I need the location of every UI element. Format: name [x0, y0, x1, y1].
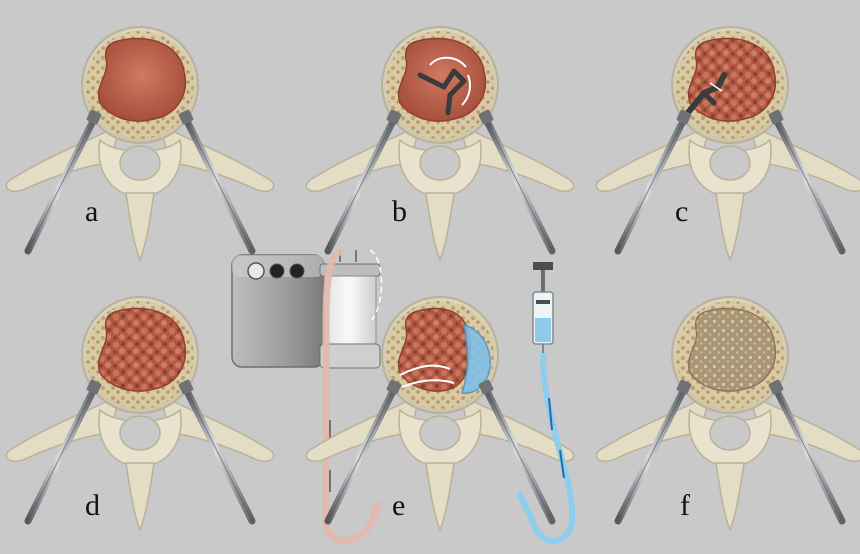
syringe-icon — [533, 262, 553, 356]
panel-f: f — [596, 297, 860, 530]
panel-label-e: e — [392, 489, 405, 522]
tumor-mass — [99, 39, 186, 121]
cleared-cavity — [689, 309, 776, 391]
fragmented-tumor — [399, 309, 471, 391]
panel-label-a: a — [85, 195, 98, 228]
panel-label-c: c — [675, 195, 688, 228]
suction-device-icon — [232, 250, 382, 368]
tumor-mass — [399, 39, 486, 121]
panel-b: b — [306, 27, 573, 260]
fragmented-tumor — [689, 39, 776, 121]
fragmented-tumor — [99, 309, 186, 391]
panel-label-b: b — [392, 195, 407, 228]
panel-label-d: d — [85, 489, 100, 522]
panel-label-f: f — [680, 489, 690, 522]
panel-c: c — [596, 27, 860, 260]
panel-a: a — [6, 27, 273, 260]
